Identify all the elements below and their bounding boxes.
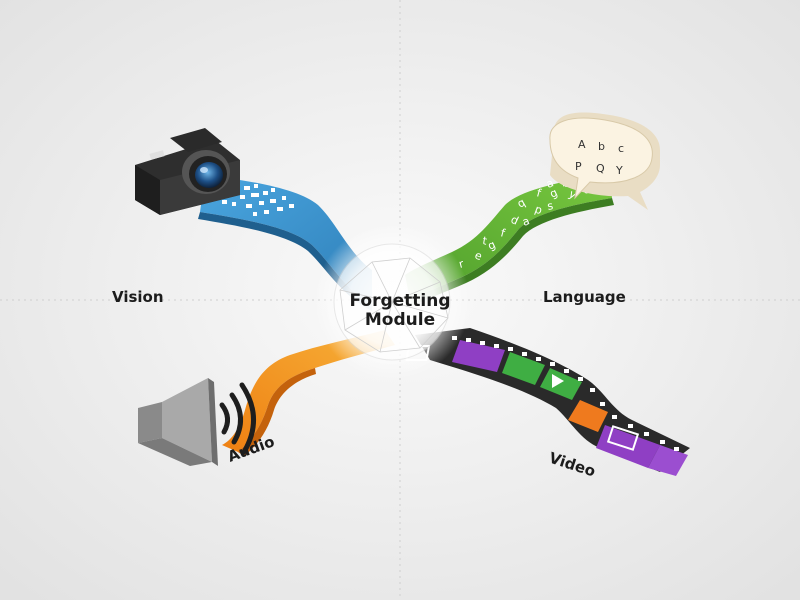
ribbon-letter: d (509, 213, 521, 228)
ribbon-letter: a (521, 214, 532, 229)
film-frames (452, 340, 688, 476)
center-label-line1: Forgetting (349, 291, 450, 311)
ribbon-letter: e (473, 249, 484, 264)
ribbon-letter: p (533, 203, 544, 218)
sound-waves (219, 382, 256, 455)
ribbon-letter: s (546, 199, 554, 213)
ribbon-letter: f (499, 226, 507, 240)
bubble-letter: b (598, 140, 605, 153)
speaker-icon (138, 378, 218, 466)
forgetting-module-orb: Forgetting Module (314, 224, 470, 380)
ribbon-letter: g (548, 186, 560, 201)
video-film-strip (405, 328, 690, 476)
play-icon (552, 374, 564, 388)
bubble-letter: A (578, 138, 586, 151)
orb-mesh (339, 257, 449, 353)
ribbon-letter: r (457, 257, 465, 271)
center-label-line2: Module (365, 310, 435, 330)
bubble-letter: Y (615, 164, 623, 177)
bubble-letter: c (618, 142, 624, 155)
ribbon-letter: t (481, 234, 488, 248)
language-label: Language (543, 288, 626, 306)
vision-label: Vision (112, 288, 164, 306)
bubble-letter: P (575, 160, 582, 173)
ribbon-letter: a (545, 176, 556, 191)
ribbon-letter: g (486, 238, 498, 253)
ribbon-letter: f (535, 186, 543, 200)
camera-icon (135, 128, 240, 215)
bubble-letter: Q (596, 162, 605, 175)
